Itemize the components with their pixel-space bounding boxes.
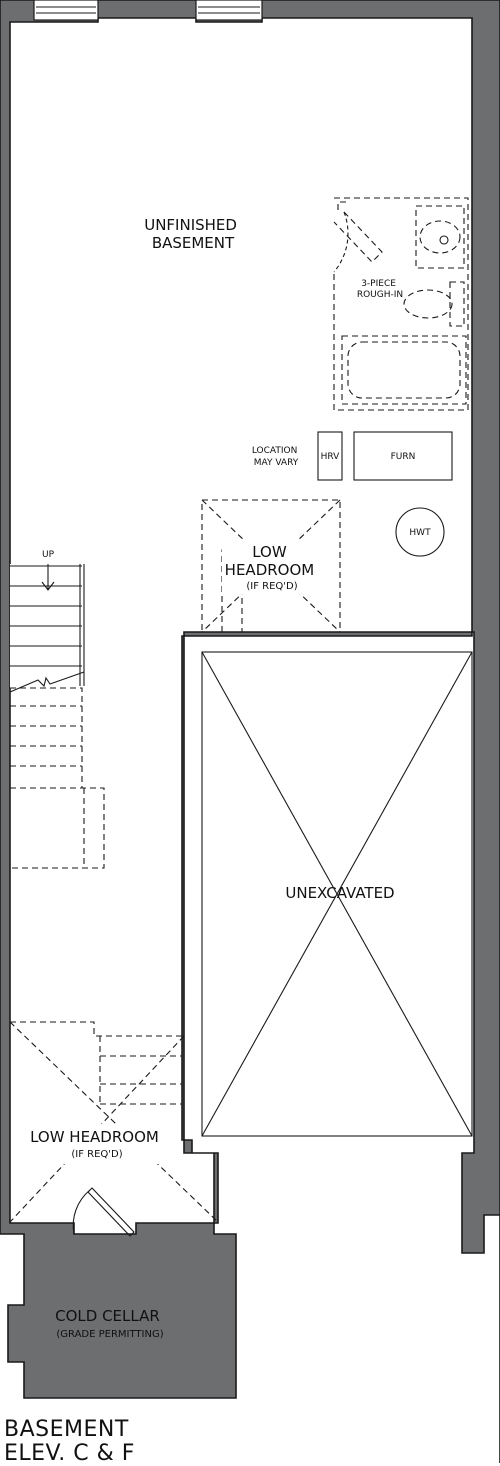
lower-low-headroom-label: LOW HEADROOM (IF REQ'D) — [30, 1127, 164, 1160]
stair-up-label: UP — [42, 550, 55, 560]
plan-title-line-2: ELEV. C & F — [4, 1441, 135, 1466]
hrv-label: HRV — [321, 452, 341, 462]
rough-in-label: 3-PIECE ROUGH-IN — [357, 279, 403, 300]
furnace-unit — [353, 431, 453, 481]
unexcavated-area — [201, 651, 473, 1137]
upper-low-headroom-label: LOW HEADROOM (IF REQ'D) — [225, 542, 320, 592]
plan-title-line-1: BASEMENT — [4, 1417, 129, 1442]
stair — [9, 564, 105, 869]
cold-cellar-label: COLD CELLAR (GRADE PERMITTING) — [55, 1306, 165, 1340]
lower-low-headroom-zone — [9, 1021, 219, 1223]
location-note: LOCATION MAY VARY — [252, 446, 300, 468]
furnace-label: FURN — [391, 452, 416, 462]
plan-title: BASEMENT ELEV. C & F — [4, 1418, 135, 1466]
unfinished-basement-label: UNFINISHED BASEMENT — [144, 216, 242, 252]
top-window-left — [33, 0, 99, 21]
cold-cellar-door — [72, 1187, 135, 1237]
hwt-label: HWT — [409, 528, 431, 538]
bathroom-rough-in — [333, 197, 469, 411]
hot-water-tank — [395, 507, 445, 557]
unexcavated-label: UNEXCAVATED — [285, 884, 394, 902]
top-window-right — [195, 0, 263, 21]
hrv-unit — [317, 431, 343, 481]
